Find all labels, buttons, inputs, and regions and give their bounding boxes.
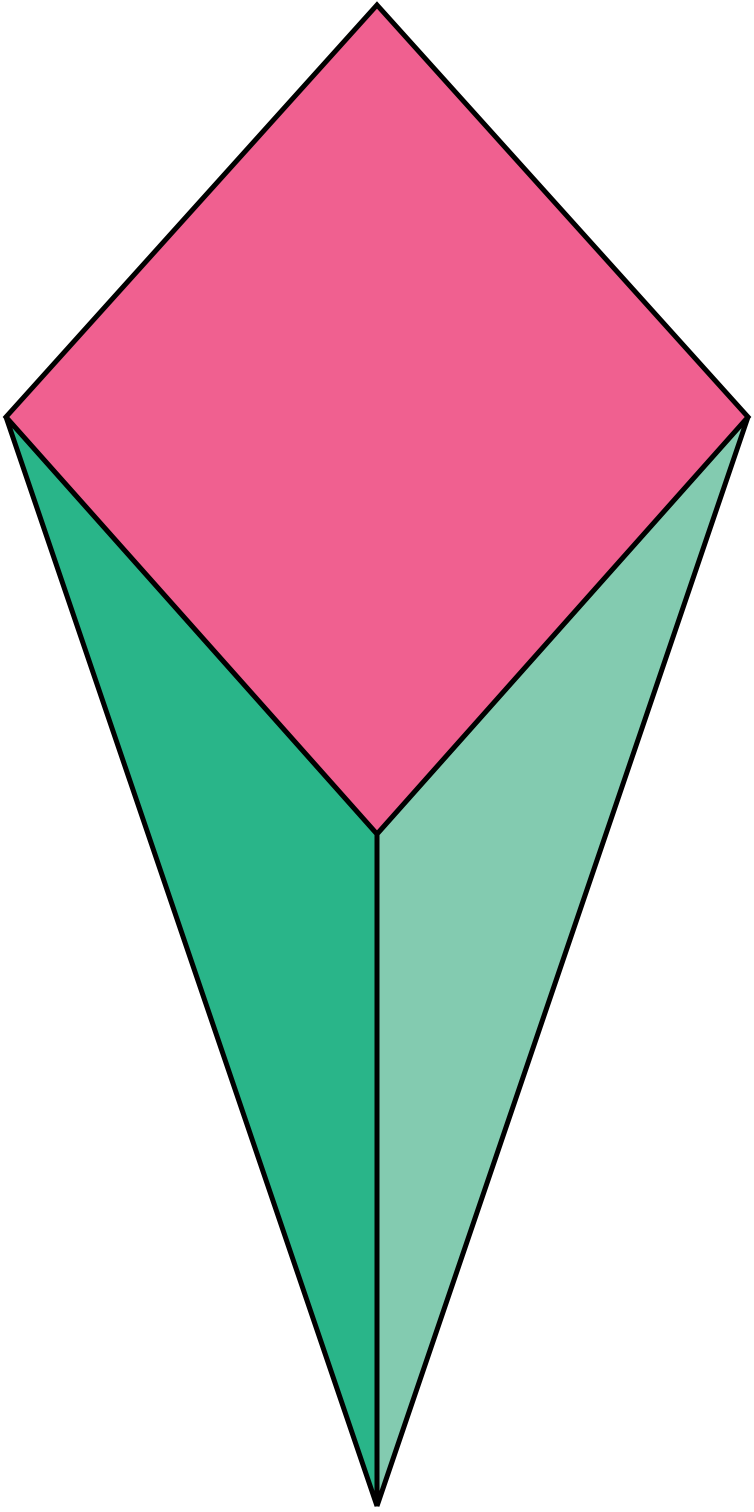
kite-figure <box>2 1 752 1507</box>
